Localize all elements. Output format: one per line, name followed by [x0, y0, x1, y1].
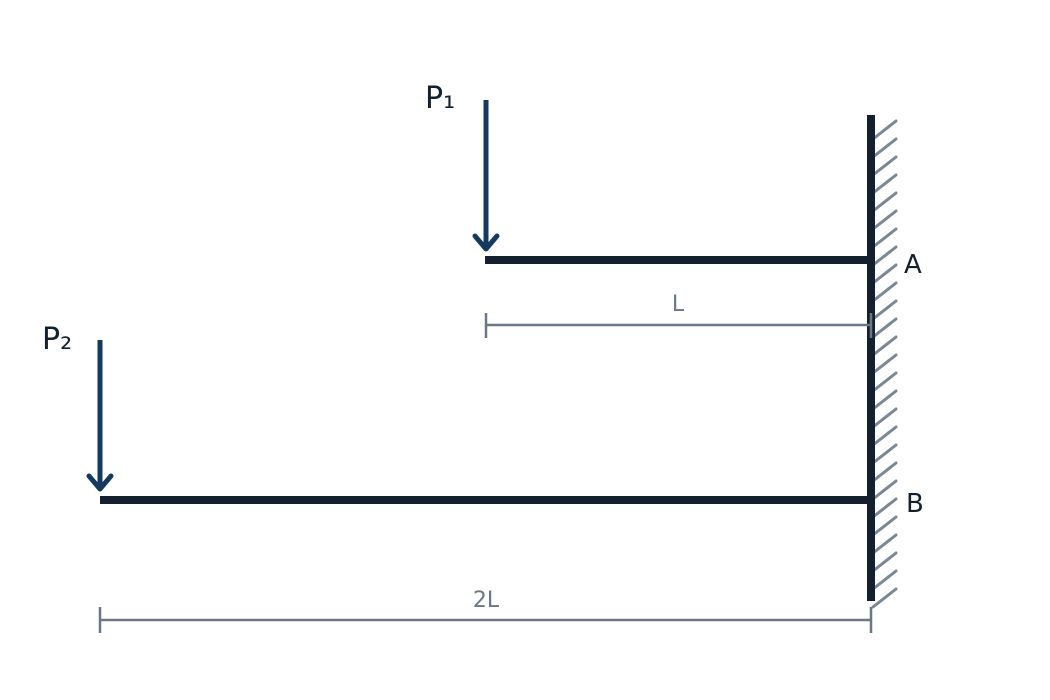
dimension-label-upper: L [672, 292, 685, 317]
point-label-b: B [906, 489, 924, 519]
hatch-mark [871, 191, 898, 213]
load-arrow-p2 [86, 340, 114, 492]
hatch-mark [871, 515, 898, 537]
hatch-mark [871, 587, 898, 609]
hatch-mark [871, 353, 898, 375]
dimension-label-lower: 2L [473, 588, 500, 613]
hatch-mark [871, 335, 898, 357]
hatch-mark [871, 263, 898, 285]
hatch-mark [871, 533, 898, 555]
dimension-line-upper [484, 313, 873, 338]
hatch-mark [871, 407, 898, 429]
hatch-mark [871, 371, 898, 393]
dimension-line-lower [98, 607, 873, 633]
hatch-mark [871, 443, 898, 465]
hatch-mark [871, 389, 898, 411]
wall-hatching [871, 119, 898, 609]
hatch-mark [871, 425, 898, 447]
point-label-a: A [904, 250, 922, 280]
hatch-mark [871, 119, 898, 141]
hatch-mark [871, 461, 898, 483]
hatch-mark [871, 173, 898, 195]
hatch-mark [871, 155, 898, 177]
hatch-mark [871, 569, 898, 591]
hatch-mark [871, 209, 898, 231]
hatch-mark [871, 245, 898, 267]
load-arrow-p1 [472, 100, 500, 252]
hatch-mark [871, 497, 898, 519]
load-label-p2: P₂ [42, 322, 72, 357]
hatch-mark [871, 137, 898, 159]
hatch-mark [871, 299, 898, 321]
load-label-p1: P₁ [425, 81, 455, 116]
hatch-mark [871, 281, 898, 303]
hatch-mark [871, 479, 898, 501]
hatch-mark [871, 317, 898, 339]
hatch-mark [871, 227, 898, 249]
hatch-mark [871, 551, 898, 573]
